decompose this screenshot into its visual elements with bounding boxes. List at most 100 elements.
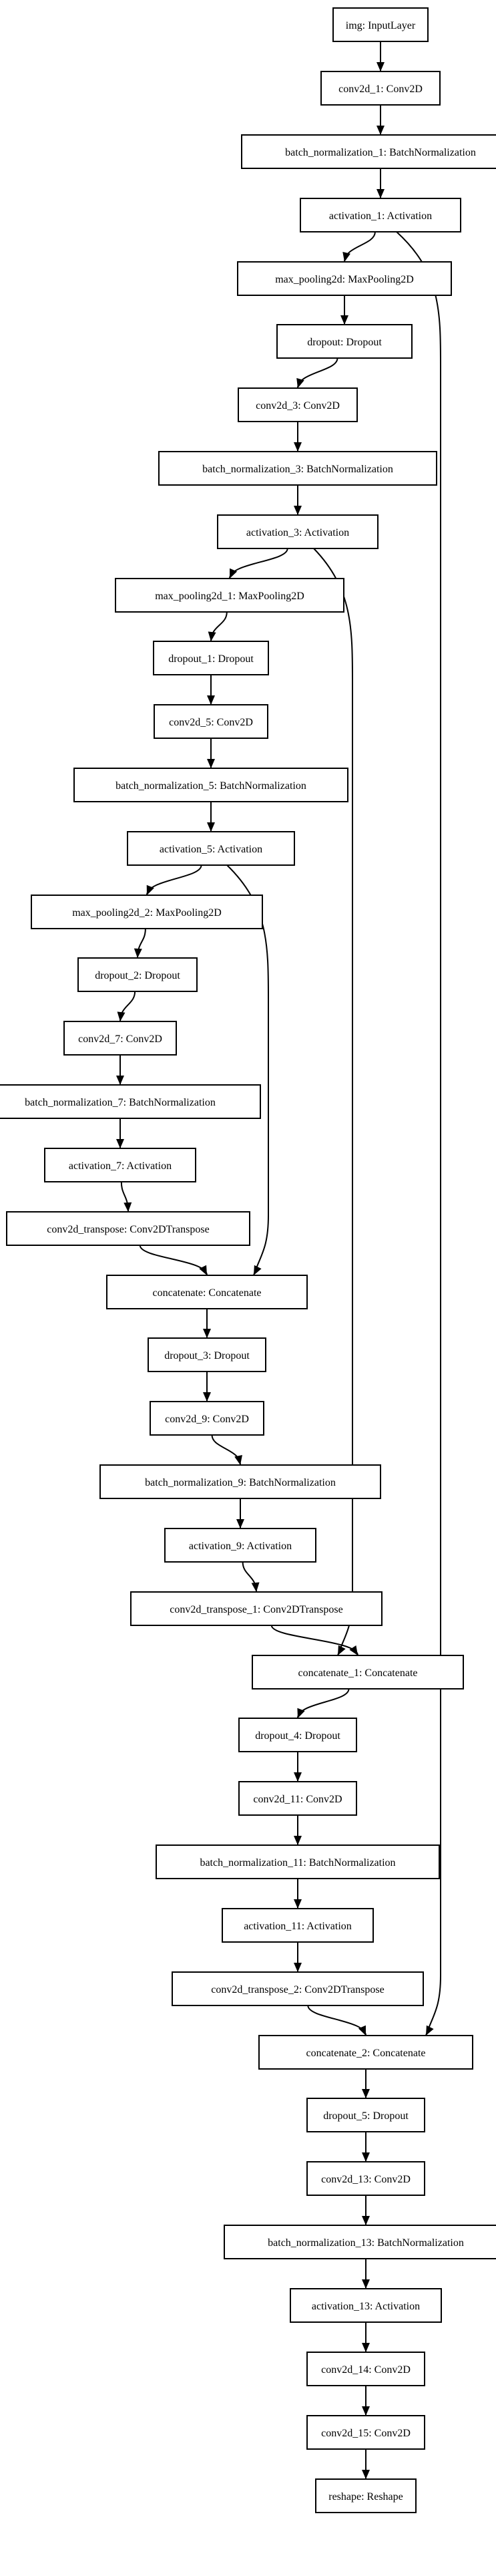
node-mp: max_pooling2d: MaxPooling2D <box>237 261 452 296</box>
arrowhead <box>362 2406 370 2416</box>
arrowhead <box>340 315 348 325</box>
node-box <box>99 1464 381 1499</box>
node-label: dropout_5: Dropout <box>323 2110 409 2122</box>
node-box <box>63 1021 177 1056</box>
edge-conv2d-5-to-bn-5 <box>207 738 215 768</box>
edge-bn-7-to-act-7 <box>116 1118 124 1148</box>
node-label: conv2d_15: Conv2D <box>321 2428 411 2439</box>
node-box <box>150 1401 264 1436</box>
node-ct: conv2d_transpose: Conv2DTranspose <box>6 1211 250 1246</box>
edge-do-4-to-conv2d-11 <box>294 1752 302 1782</box>
arrowhead <box>203 1392 211 1402</box>
arrowhead <box>203 1329 211 1338</box>
node-box <box>238 1781 357 1816</box>
edge-do-to-conv2d-3 <box>296 357 338 389</box>
node-act-7: activation_7: Activation <box>44 1148 196 1182</box>
edge-ct-2-to-cat-2 <box>307 2005 366 2036</box>
node-label: max_pooling2d_1: MaxPooling2D <box>155 591 304 602</box>
arrowhead <box>377 189 385 198</box>
node-box <box>315 2478 417 2513</box>
node-label: max_pooling2d: MaxPooling2D <box>275 274 414 285</box>
edge-mp-to-do <box>340 295 348 325</box>
node-cat-1: concatenate_1: Concatenate <box>252 1655 464 1689</box>
node-img: img: InputLayer <box>332 7 429 42</box>
node-box <box>31 895 263 929</box>
node-mp-1: max_pooling2d_1: MaxPooling2D <box>115 578 344 613</box>
node-label: dropout_3: Dropout <box>164 1350 250 1361</box>
node-conv2d-15: conv2d_15: Conv2D <box>306 2415 425 2450</box>
node-do-4: dropout_4: Dropout <box>238 1718 357 1752</box>
edge-conv2d-13-to-bn-13 <box>362 2195 370 2225</box>
node-box <box>306 2415 425 2450</box>
edge-bn-5-to-act-5 <box>207 802 215 832</box>
edge-conv2d-3-to-bn-3 <box>294 422 302 452</box>
edge-conv2d-9-to-bn-9 <box>211 1434 242 1466</box>
node-bn-1: batch_normalization_1: BatchNormalizatio… <box>241 134 496 169</box>
node-box <box>148 1337 266 1372</box>
node-label: dropout: Dropout <box>307 337 382 348</box>
node-box <box>6 1211 250 1246</box>
node-label: conv2d_1: Conv2D <box>338 84 423 95</box>
arrowhead <box>134 948 142 958</box>
edge-line <box>229 548 288 579</box>
edge-cat-1-to-do-4 <box>297 1688 350 1719</box>
node-box <box>276 324 413 359</box>
edge-do-1-to-conv2d-5 <box>207 675 215 705</box>
arrowhead <box>377 126 385 135</box>
arrowhead <box>116 1139 124 1148</box>
node-box <box>153 641 269 675</box>
arrowhead <box>294 506 302 515</box>
edge-mp-2-to-do-2 <box>134 928 146 959</box>
edge-conv2d-14-to-conv2d-15 <box>362 2386 370 2416</box>
arrowhead <box>234 1455 242 1465</box>
edge-ct-1-to-cat-1 <box>270 1625 358 1656</box>
arrowhead <box>294 1836 302 1845</box>
edge-line <box>307 2005 366 2036</box>
edge-bn-3-to-act-3 <box>294 485 302 515</box>
node-bn-11: batch_normalization_11: BatchNormalizati… <box>156 1844 440 1879</box>
edge-act-11-to-ct-2 <box>294 1942 302 1972</box>
edge-do-3-to-conv2d-9 <box>203 1372 211 1402</box>
node-act-1: activation_1: Activation <box>300 198 461 232</box>
edge-line <box>146 864 202 896</box>
node-box <box>224 2225 496 2259</box>
edge-conv2d-15-to-reshape <box>362 2449 370 2479</box>
node-label: activation_1: Activation <box>329 210 432 222</box>
node-label: dropout_1: Dropout <box>168 653 254 665</box>
arrowhead <box>294 442 302 452</box>
node-box <box>77 957 198 992</box>
node-act-13: activation_13: Activation <box>290 2288 442 2323</box>
arrowhead <box>294 1963 302 1972</box>
arrowhead <box>207 822 215 832</box>
arrowhead <box>297 1708 305 1718</box>
arrowhead <box>349 1645 358 1655</box>
node-box <box>238 1718 357 1752</box>
arrowhead <box>146 884 154 895</box>
node-box <box>106 1275 308 1309</box>
arrowhead <box>254 1265 262 1275</box>
arrowhead <box>338 1645 346 1655</box>
arrowhead <box>207 695 215 705</box>
node-label: activation_13: Activation <box>312 2301 420 2312</box>
nodes-layer: img: InputLayer conv2d_1: Conv2D batch_nor… <box>0 7 496 2513</box>
node-conv2d-11: conv2d_11: Conv2D <box>238 1781 357 1816</box>
node-act-11: activation_11: Activation <box>222 1908 374 1943</box>
arrowhead <box>199 1265 207 1275</box>
node-label: batch_normalization_13: BatchNormalizati… <box>268 2237 464 2249</box>
edge-conv2d-1-to-bn-1 <box>377 105 385 135</box>
edge-bn-1-to-act-1 <box>377 168 385 198</box>
edge-line <box>270 1625 358 1656</box>
node-label: max_pooling2d_2: MaxPooling2D <box>72 907 222 919</box>
node-do-3: dropout_3: Dropout <box>148 1337 266 1372</box>
arrowhead <box>123 1202 132 1212</box>
node-box <box>115 578 344 613</box>
node-box <box>156 1844 440 1879</box>
arrowhead <box>362 2152 370 2162</box>
arrowhead <box>362 2343 370 2352</box>
edge-line <box>297 1688 350 1719</box>
node-box <box>332 7 429 42</box>
node-label: batch_normalization_9: BatchNormalizatio… <box>145 1477 336 1488</box>
node-bn-9: batch_normalization_9: BatchNormalizatio… <box>99 1464 381 1499</box>
edge-line <box>139 1245 208 1276</box>
arrowhead <box>362 2216 370 2225</box>
